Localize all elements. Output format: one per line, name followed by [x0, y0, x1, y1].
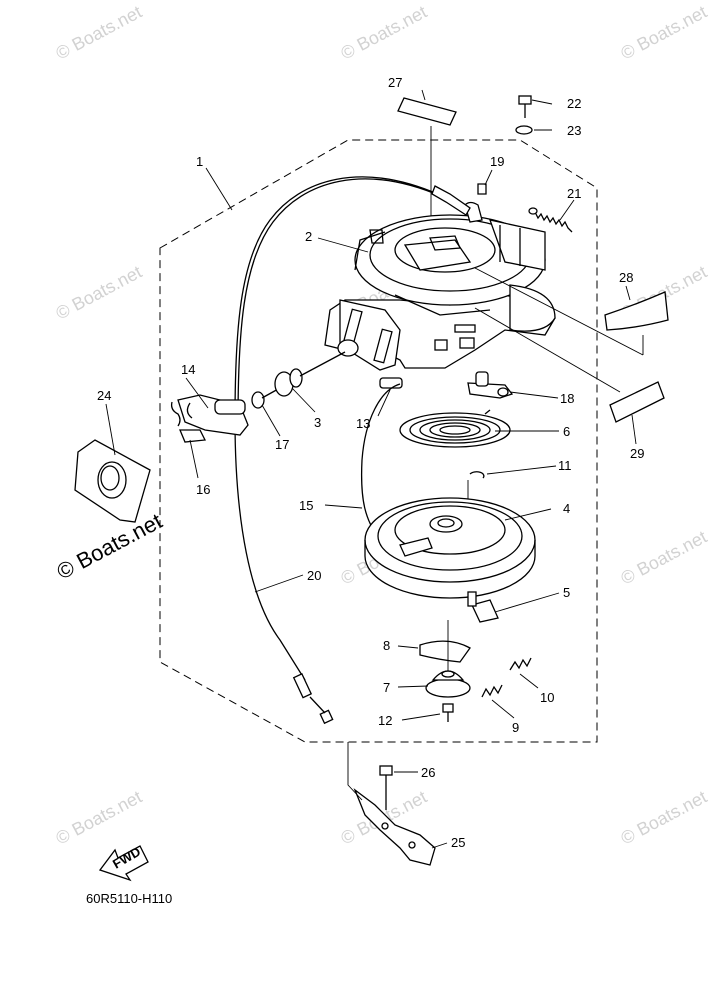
part-8-friction-plate: [419, 640, 471, 663]
part-18-plate: [467, 371, 514, 399]
watermark: © Boats.net: [52, 262, 145, 324]
part-16-clip: [179, 429, 207, 443]
assembly-boundary: [159, 139, 598, 743]
part-5-pawl: [467, 591, 499, 623]
callout-28: 28: [619, 270, 633, 285]
callout-15: 15: [299, 498, 313, 513]
part-1-cable: [234, 176, 441, 681]
callout-12: 12: [378, 713, 392, 728]
callout-13: 13: [356, 416, 370, 431]
leader-lines: [105, 89, 637, 849]
part-25-bracket: [353, 788, 436, 866]
callout-8: 8: [383, 638, 390, 653]
part-24-damper: [74, 439, 151, 523]
callout-6: 6: [563, 424, 570, 439]
callout-17: 17: [275, 437, 289, 452]
callout-16: 16: [196, 482, 210, 497]
callout-4: 4: [563, 501, 570, 516]
part-19-pin: [477, 183, 487, 195]
part-11-circlip: [469, 471, 485, 479]
part-2-starter-housing: [324, 201, 556, 371]
callout-22: 22: [567, 96, 581, 111]
part-15-rope: [360, 383, 401, 541]
callout-26: 26: [421, 765, 435, 780]
watermark: © Boats.net: [617, 2, 710, 64]
watermark-dark: © Boats.net: [53, 508, 167, 584]
part-13-fitting: [379, 377, 403, 389]
watermark: © Boats.net: [337, 2, 430, 64]
part-3-grommet: [274, 351, 346, 397]
callout-11: 11: [558, 458, 572, 473]
callout-21: 21: [567, 186, 581, 201]
watermark: © Boats.net: [52, 787, 145, 849]
callout-5: 5: [563, 585, 570, 600]
part-28-decal: [604, 291, 669, 331]
callout-24: 24: [97, 388, 111, 403]
part-20-cable-end: [292, 673, 334, 725]
part-22-bolt: [518, 95, 532, 118]
part-23-washer: [515, 125, 533, 135]
callout-19: 19: [490, 154, 504, 169]
callout-10: 10: [540, 690, 554, 705]
callout-2: 2: [305, 229, 312, 244]
part-4-pulley: [364, 497, 536, 599]
callout-20: 20: [307, 568, 321, 583]
callout-25: 25: [451, 835, 465, 850]
part-9-spring: [481, 684, 503, 698]
watermark: © Boats.net: [617, 527, 710, 589]
callout-18: 18: [560, 391, 574, 406]
part-29-decal: [609, 381, 665, 423]
callout-29: 29: [630, 446, 644, 461]
callout-23: 23: [567, 123, 581, 138]
callouts: 1 2 3 4 5 6 7 8 9 10 11 12 13 14 15 16 1…: [97, 75, 644, 850]
callout-3: 3: [314, 415, 321, 430]
part-17-grommet: [251, 387, 281, 409]
fwd-arrow: FWD: [98, 844, 149, 882]
part-21-spring: [534, 211, 573, 233]
part-14-bracket: [170, 394, 249, 436]
callout-1: 1: [196, 154, 203, 169]
callout-27: 27: [388, 75, 402, 90]
callout-9: 9: [512, 720, 519, 735]
callout-7: 7: [383, 680, 390, 695]
watermark: © Boats.net: [52, 2, 145, 64]
part-12-bolt: [442, 703, 454, 722]
part-26-bolt: [379, 765, 393, 810]
part-7-drive-plate: [425, 670, 471, 698]
watermark: © Boats.net: [617, 787, 710, 849]
part-10-spring: [509, 657, 532, 671]
callout-14: 14: [181, 362, 195, 377]
part-6-spiral-spring: [399, 409, 511, 448]
part-27-sticker: [397, 97, 457, 126]
diagram-code: 60R5110-H110: [86, 891, 172, 906]
